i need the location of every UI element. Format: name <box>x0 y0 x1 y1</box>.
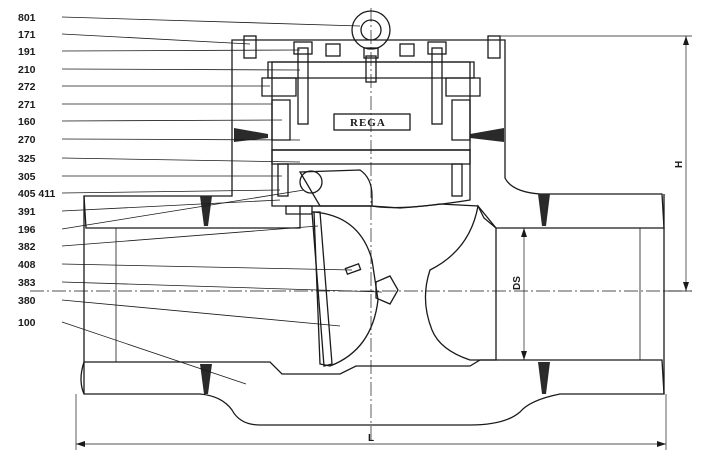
lower-stud-right <box>451 163 463 197</box>
callout-leader-191 <box>61 49 301 52</box>
callout-label-271: 271 <box>18 99 36 111</box>
weld-left-top <box>200 196 212 226</box>
bolt-head-1 <box>293 41 313 55</box>
callout-label-383: 383 <box>18 277 36 289</box>
callout-label-305: 305 <box>18 171 36 183</box>
body-stud-right <box>487 35 501 59</box>
callout-label-191: 191 <box>18 46 36 58</box>
weld-left-bottom <box>200 364 212 394</box>
packing-right <box>451 99 471 141</box>
callout-label-405-411: 405 411 <box>18 188 56 200</box>
callout-label-382: 382 <box>18 241 36 253</box>
dimension-DS: DS <box>512 228 527 360</box>
brand-plate <box>333 113 411 131</box>
weld-bonnet-left <box>234 128 268 142</box>
callout-label-171: 171 <box>18 29 36 41</box>
brand-plate-text: REGA <box>350 117 386 129</box>
segment-ring-right <box>445 77 481 97</box>
dim-DS-label: DS <box>512 276 523 290</box>
callout-leader-196 <box>61 189 305 230</box>
dim-H-arrow-top <box>683 36 689 45</box>
dim-L-arrow-left <box>76 441 85 447</box>
dim-L-label: L <box>368 433 374 444</box>
callout-label-380: 380 <box>18 295 36 307</box>
body-stud-left <box>243 35 257 59</box>
disc-nut <box>375 275 399 305</box>
bonnet-bottom-ring <box>271 149 471 165</box>
weld-bonnet-right <box>470 128 504 142</box>
callout-label-801: 801 <box>18 12 36 24</box>
dim-H-label: H <box>674 161 685 168</box>
hinge-arm <box>298 169 373 207</box>
callout-leader-210 <box>61 68 301 71</box>
lower-stud-left <box>277 163 289 197</box>
callout-label-160: 160 <box>18 116 36 128</box>
disc <box>313 211 379 367</box>
callout-label-270: 270 <box>18 134 36 146</box>
callout-label-196: 196 <box>18 224 36 236</box>
weld-right-bottom <box>538 362 550 394</box>
callout-label-325: 325 <box>18 153 36 165</box>
callout-leader-270 <box>61 138 301 141</box>
callout-leader-171 <box>61 33 251 45</box>
weld-right-top <box>538 194 550 226</box>
callout-leader-325 <box>61 157 301 163</box>
bolt-head-3 <box>399 43 415 57</box>
dim-DS-arrow-bottom <box>521 351 527 360</box>
dimension-L: L <box>75 394 667 450</box>
callout-leader-408 <box>61 263 353 271</box>
callout-leader-382 <box>61 225 319 247</box>
callout-label-210: 210 <box>18 64 36 76</box>
callout-label-408: 408 <box>18 259 36 271</box>
cast-cavity-outline <box>424 204 497 361</box>
stud-bolt-left <box>297 47 309 125</box>
dimension-H: H <box>500 35 692 292</box>
callout-leader-391 <box>61 199 281 212</box>
callout-leader-380 <box>61 299 341 327</box>
callout-label-391: 391 <box>18 206 36 218</box>
stud-bolt-right <box>431 47 443 125</box>
body-lower-wall <box>80 359 665 426</box>
callout-label-100: 100 <box>18 317 36 329</box>
callout-label-272: 272 <box>18 81 36 93</box>
seat-ring <box>285 205 313 215</box>
bolt-head-4 <box>427 41 447 55</box>
callout-labels: 801 171 191 210 272 271 160 270 325 305 405 411 391… <box>18 12 383 385</box>
callout-leader-383 <box>61 281 383 293</box>
callout-leader-405-411 <box>61 189 281 194</box>
callout-leader-100 <box>61 321 247 385</box>
callout-leader-160 <box>61 119 283 122</box>
segment-ring-left <box>261 77 297 97</box>
dim-H-arrow-bottom <box>683 282 689 291</box>
bolts <box>243 35 501 197</box>
dim-L-arrow-right <box>657 441 666 447</box>
split-pin <box>344 262 362 276</box>
disc-seat-face <box>311 211 333 367</box>
dim-DS-arrow-top <box>521 228 527 237</box>
body-upper-wall <box>83 39 665 229</box>
callout-leader-801 <box>61 16 361 27</box>
bolt-head-2 <box>325 43 341 57</box>
